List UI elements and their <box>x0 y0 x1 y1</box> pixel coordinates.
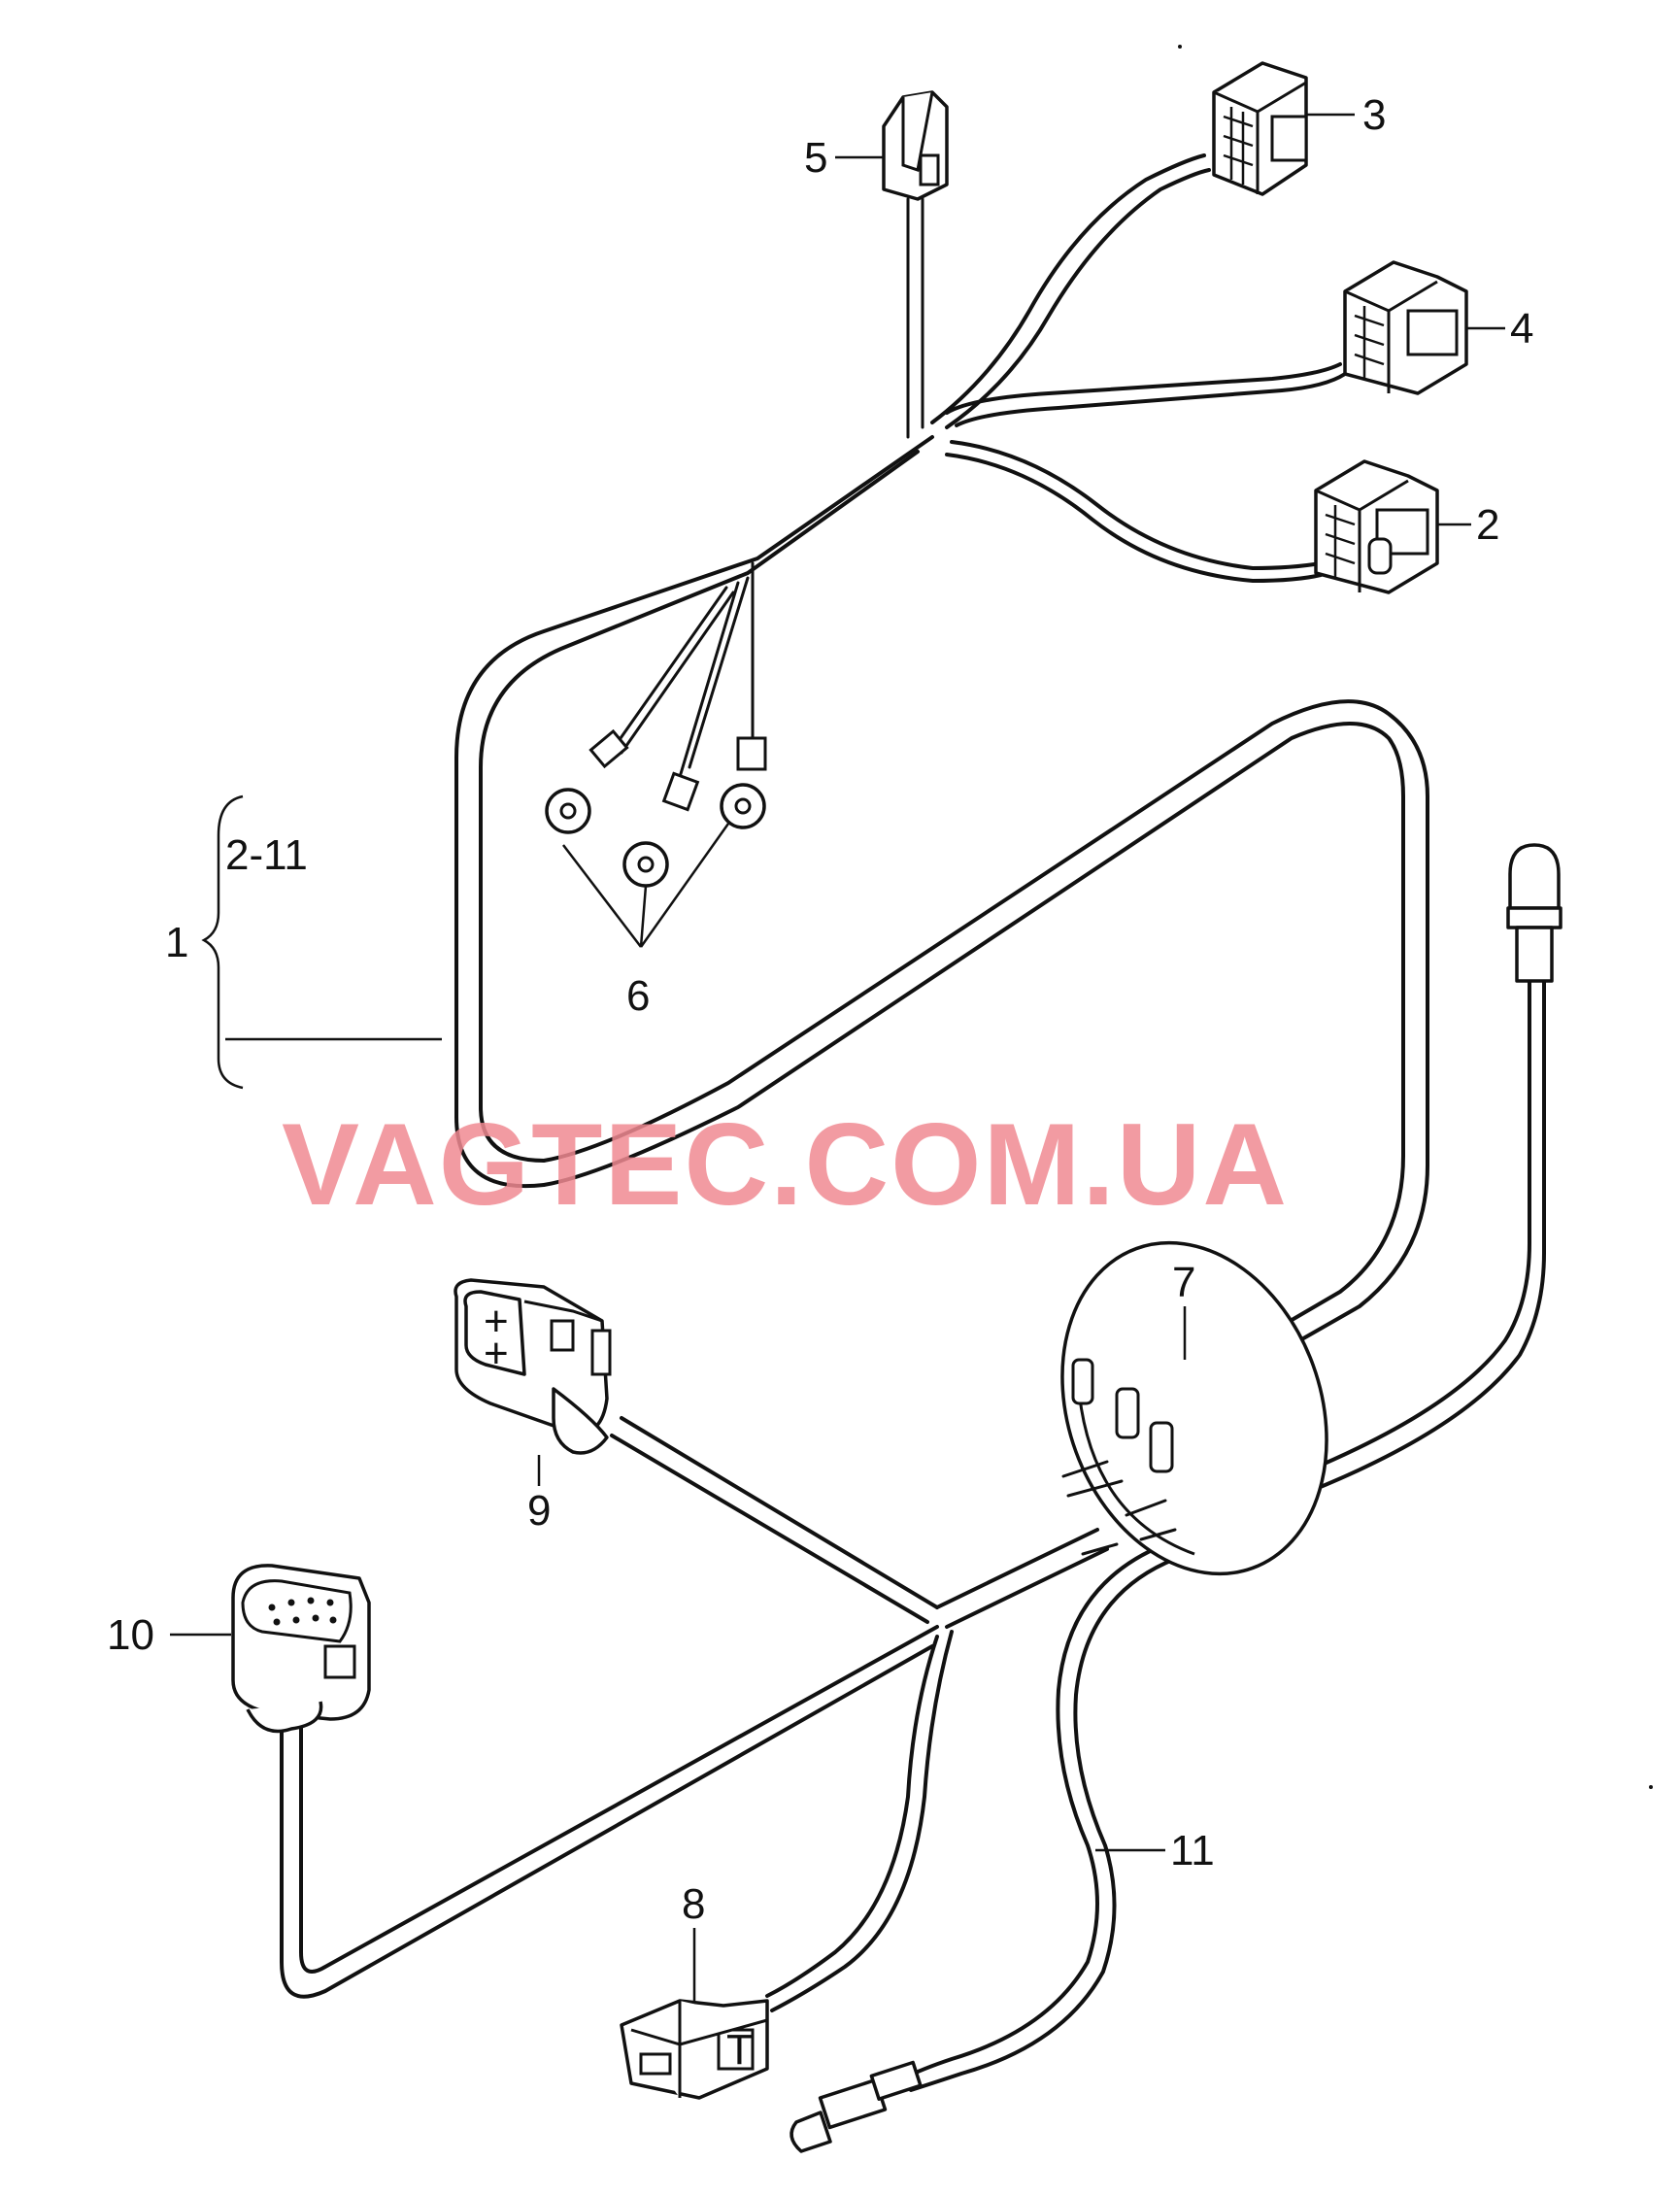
callout-2-11: 2-11 <box>225 831 308 879</box>
connector-3 <box>1212 61 1308 196</box>
callout-3: 3 <box>1362 91 1386 139</box>
connector-8: T <box>620 1999 769 2100</box>
callout-labels: 2-11 1 5 3 4 2 6 7 9 10 11 8 <box>107 91 1533 1928</box>
ground-terminals-6 <box>545 728 767 888</box>
sensor-11 <box>790 2060 923 2153</box>
connector-5 <box>882 90 949 201</box>
svg-text:+: + <box>484 1330 509 1377</box>
connector-4 <box>1343 260 1468 395</box>
callout-11: 11 <box>1170 1827 1215 1874</box>
callout-7: 7 <box>1172 1259 1195 1306</box>
leader-lines <box>170 113 1505 2001</box>
callout-2: 2 <box>1476 501 1499 549</box>
group-bracket <box>201 794 442 1090</box>
callout-1: 1 <box>165 919 188 966</box>
svg-text:T: T <box>726 2026 753 2074</box>
callout-10: 10 <box>107 1611 154 1659</box>
connector-10 <box>231 1564 371 1734</box>
svg-text:+: + <box>484 1298 509 1345</box>
callout-4: 4 <box>1510 305 1533 353</box>
callout-8: 8 <box>682 1880 705 1928</box>
callout-6: 6 <box>626 972 650 1020</box>
callout-9: 9 <box>527 1487 551 1535</box>
harness-wires <box>280 153 1546 2092</box>
scan-dot <box>1649 1785 1653 1789</box>
sensor-top-right <box>1506 843 1562 983</box>
connector-9: + + <box>454 1278 612 1455</box>
watermark: VAGTEC.COM.UA <box>282 1099 1289 1230</box>
callout-5: 5 <box>804 134 827 182</box>
scan-dot <box>1178 45 1182 49</box>
grommet-7 <box>1060 1240 1328 1576</box>
connector-2 <box>1314 459 1439 594</box>
